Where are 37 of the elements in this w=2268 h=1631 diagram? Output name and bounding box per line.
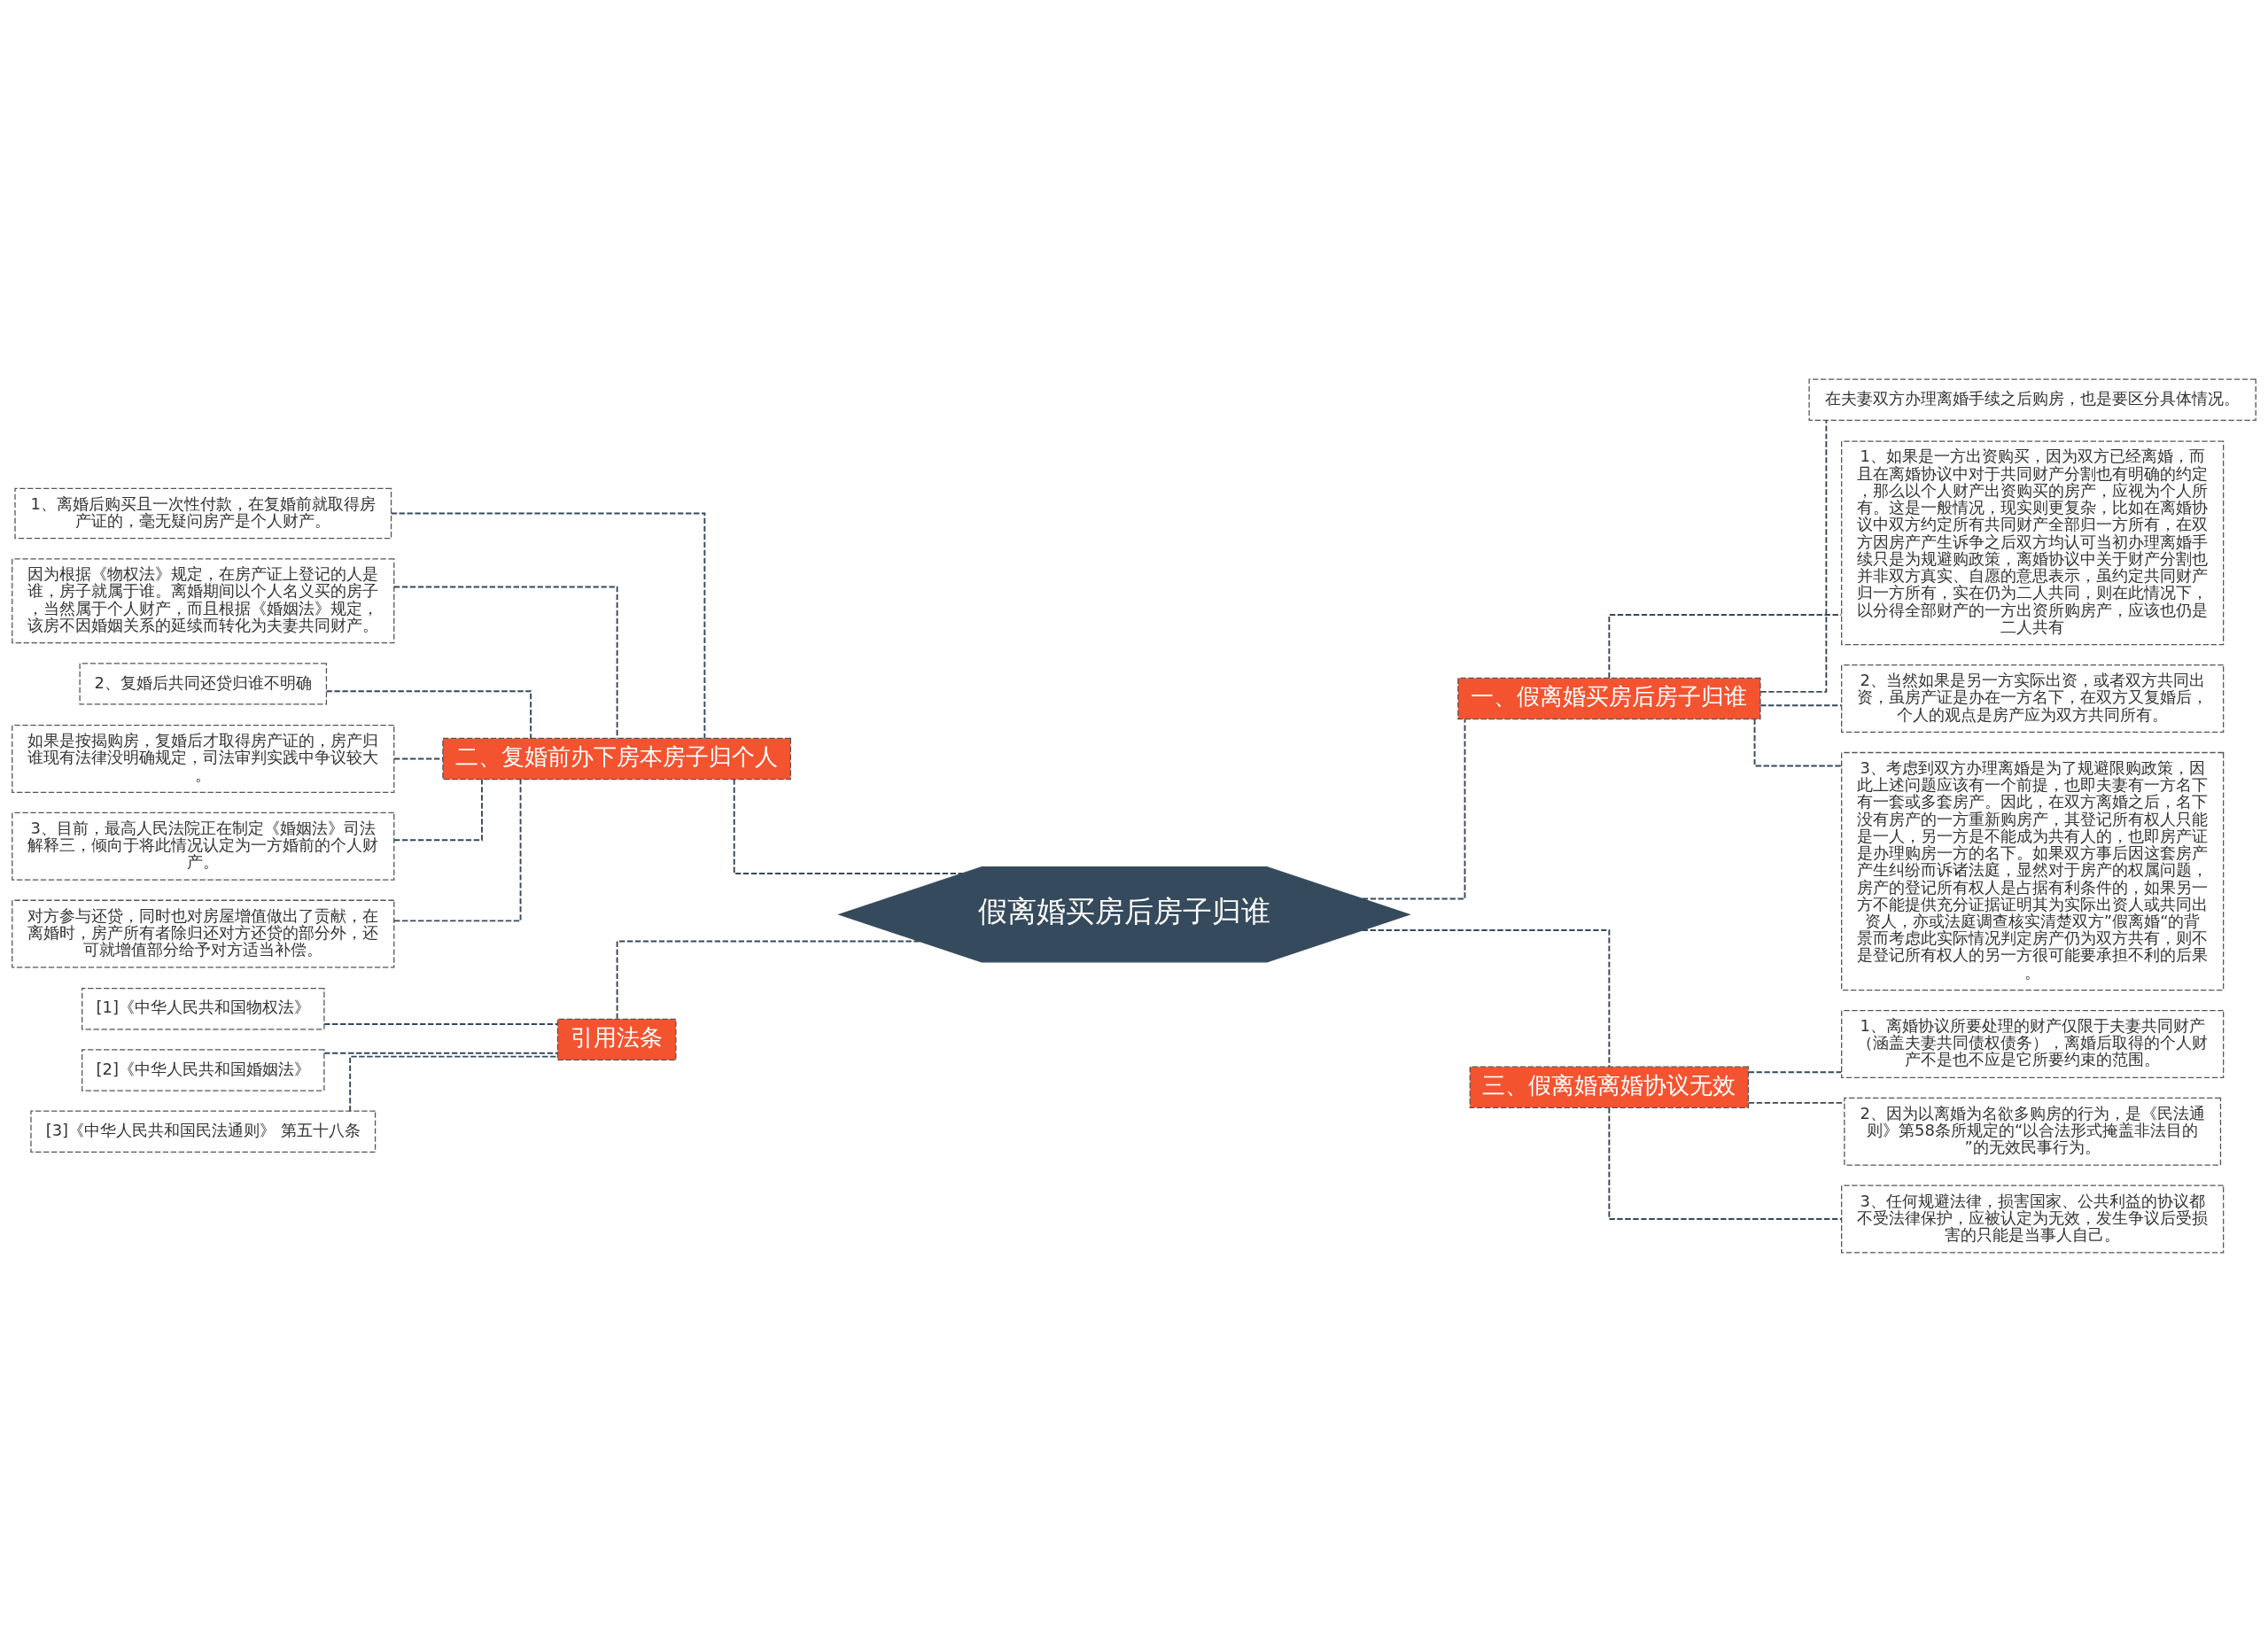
node-box: 3、任何规避法律，损害国家、公共利益的协议都不受法律保护，应被认定为无效，发生争议后受损害的只能是当事人自己。 [1841, 1184, 2225, 1253]
connector [616, 940, 920, 1020]
node-box: 因为根据《物权法》规定，在房产证上登记的人是谁，房子就属于谁。离婚期间以个人名义买的房子，当然属于个人财产，而且根据《婚姻法》规定，该房不因婚姻关系的延续而转化为夫妻共同财产。 [12, 557, 395, 643]
connector [390, 512, 706, 739]
node-box: [1]《中华人民共和国物权法》 [82, 987, 325, 1029]
connector [733, 778, 964, 874]
node-box: 3、考虑到双方办理离婚是为了规避限购政策，因此上述问题应该有一个前提，也即夫妻有一方名下有一套或多套房产。因此，在双方离婚之后，名下没有房产的一方重新购房产，其登记所有权人只能是一人，另一方是不能成为共有人的，也即房产证是办理购房一方的名下。如果双方事后因这套房产产生纠纷而诉诸法庭，显然对于房产的权属问题，房产的登记所有权人是占据有利条件的，如果另一方不能提供充分证据证明其为实际出资人或共同出资人，亦或法庭调查核实清楚双方”假离婚“的背景而考虑此实际情况判定房产仍为双方共有，则不是登记所有权人的另一方很可能要承担不利的后果。 [1841, 751, 2225, 990]
node-box: 3、目前，最高人民法院正在制定《婚姻法》司法解释三，倾向于将此情况认定为一方婚前的个人财产。 [12, 812, 395, 881]
node-box: 二、复婚前办下房本房子归个人 [442, 737, 792, 780]
node-box: 一、假离婚买房后房子归谁 [1457, 677, 1761, 719]
node-box: 对方参与还贷，同时也对房屋增值做出了贡献，在离婚时，房产所有者除归还对方还贷的部分外，还可就增值部分给予对方适当补偿。 [12, 899, 395, 968]
connector [1361, 718, 1466, 899]
node-box: 2、因为以离婚为名欲多购房的行为，是《民法通则》第58条所规定的“以合法形式掩盖非法目的”的无效民事行为。 [1844, 1097, 2222, 1166]
connector [392, 778, 483, 841]
node-box: 1、离婚协议所要处理的财产仅限于夫妻共同财产（涵盖夫妻共同债权债务），离婚后取得的个人财产不是也不应是它所要约束的范围。 [1841, 1009, 2225, 1078]
node-box: 引用法条 [556, 1018, 677, 1060]
connector [1608, 613, 1843, 679]
node-box: 如果是按揭购房，复婚后才取得房产证的，房产归谁现有法律没明确规定，司法审判实践中争议较大。 [12, 724, 395, 793]
connector [1361, 928, 1611, 1068]
node-box: 1、离婚后购买且一次性付款，在复婚前就取得房产证的，毫无疑问房产是个人财产。 [14, 487, 392, 539]
connector [1759, 418, 1828, 693]
connector [393, 757, 444, 759]
node-box: [2]《中华人民共和国婚姻法》 [82, 1048, 325, 1091]
connector [1608, 1107, 1843, 1220]
node-box: 2、复婚后共同还贷归谁不明确 [79, 662, 328, 705]
node-box: 2、当然如果是另一方实际出资，或者双方共同出资，虽房产证是办在一方名下，在双方又复婚后，个人的观点是房产应为双方共同所有。 [1841, 664, 2225, 733]
node-box: [3]《中华人民共和国民法通则》 第五十八条 [30, 1110, 377, 1153]
connector [1753, 718, 1843, 766]
connector [392, 778, 522, 921]
node-box: 1、如果是一方出资购买，因为双方已经离婚，而且在离婚协议中对于共同财产分割也有明确的约定，那么以个人财产出资购买的房产，应视为个人所有。这是一般情况，现实则更复杂，比如在离婚协议中双方约定所有共同财产全部归一方所有，在双方因房产产生诉争之后双方均认可当初办理离婚手续只是为规避购政策，离婚协议中关于财产分割也并非双方真实、自愿的意思表示，虽约定共同财产归一方所有，实在仍为二人共同，则在此情况下，以分得全部财产的一方出资所购房产，应该也仍是二人共有 [1841, 439, 2225, 645]
node-box: 三、假离婚离婚协议无效 [1469, 1066, 1750, 1108]
connector [1747, 1070, 1843, 1073]
node-box: 在夫妻双方办理离婚手续之后购房，也是要区分具体情况。 [1808, 378, 2256, 421]
connector [1759, 703, 1843, 706]
connector [323, 1022, 559, 1025]
connector [325, 689, 532, 739]
connector [323, 1052, 559, 1054]
